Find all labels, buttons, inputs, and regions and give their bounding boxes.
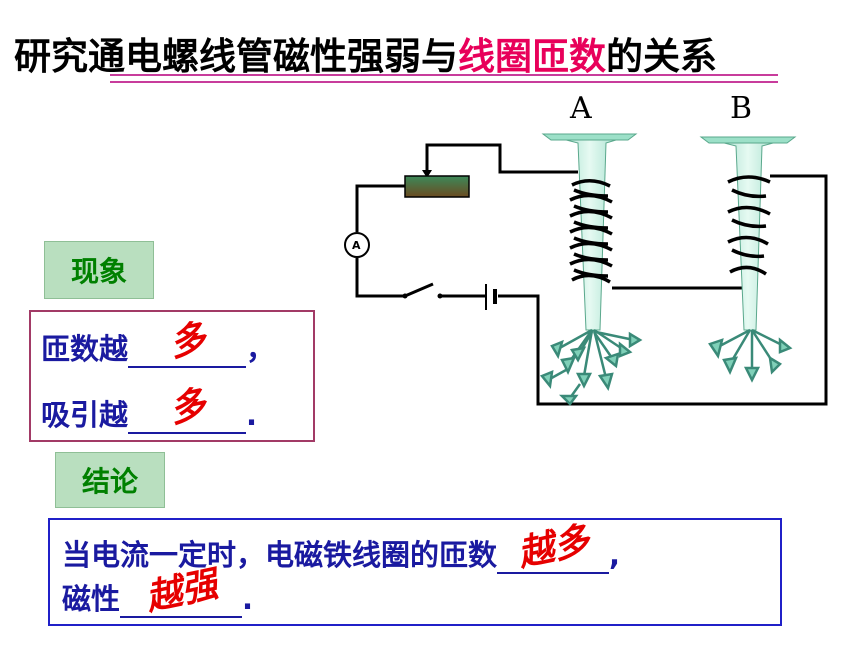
phenomenon-line1-prefix: 匝数越: [41, 332, 129, 366]
conclusion-blank-1: 越多: [497, 519, 610, 575]
rheostat: [404, 175, 470, 198]
phenomenon-answer-1: 多: [165, 316, 210, 366]
phenomenon-blank-2: 多: [128, 383, 247, 434]
conclusion-line1-prefix: 当电流一定时，电磁铁线圈的匝数: [62, 538, 498, 572]
ammeter-label: A: [352, 239, 361, 252]
ammeter-icon: [344, 232, 370, 258]
solenoid-a-label: A: [569, 91, 592, 126]
conclusion-line2-suffix: .: [242, 582, 254, 616]
phenomenon-panel: 匝数越多， 吸引越多.: [29, 310, 315, 442]
phenomenon-line-1: 匝数越 多 ，: [41, 317, 276, 368]
phenomenon-label: 现象: [44, 241, 154, 299]
phenomenon-blank-1: 多: [128, 317, 247, 368]
nails-a: [539, 328, 643, 406]
solenoid-b: [699, 136, 797, 331]
circuit-wires: [355, 143, 828, 406]
conclusion-blank-2: 越强: [120, 563, 243, 619]
title-highlight: 线圈匝数: [458, 35, 606, 78]
conclusion-line-2: 磁性越强.: [62, 563, 254, 619]
page-title: 研究通电螺线管磁性强弱与线圈匝数的关系: [14, 26, 854, 80]
nails-b: [708, 328, 793, 383]
conclusion-line1-suffix: ,: [609, 538, 621, 572]
conclusion-line2-prefix: 磁性: [62, 582, 121, 616]
phenomenon-line2-prefix: 吸引越: [41, 398, 129, 432]
solenoid-b-label: B: [730, 91, 752, 126]
conclusion-line-1: 当电流一定时，电磁铁线圈的匝数越多,: [62, 519, 621, 575]
title-part2: 的关系: [606, 35, 717, 78]
conclusion-answer-1: 越多: [514, 518, 594, 575]
phenomenon-line-2: 吸引越 多.: [41, 383, 258, 434]
solenoid-a: [541, 133, 638, 331]
phenomenon-line1-suffix: ，: [246, 332, 276, 366]
phenomenon-line2-suffix: .: [246, 398, 258, 432]
title-part1: 研究通电螺线管磁性强弱与: [14, 35, 458, 78]
title-underline: [110, 74, 778, 83]
conclusion-label: 结论: [55, 452, 165, 508]
phenomenon-answer-2: 多: [165, 382, 210, 432]
conclusion-panel: 当电流一定时，电磁铁线圈的匝数越多, 磁性越强.: [48, 518, 782, 626]
